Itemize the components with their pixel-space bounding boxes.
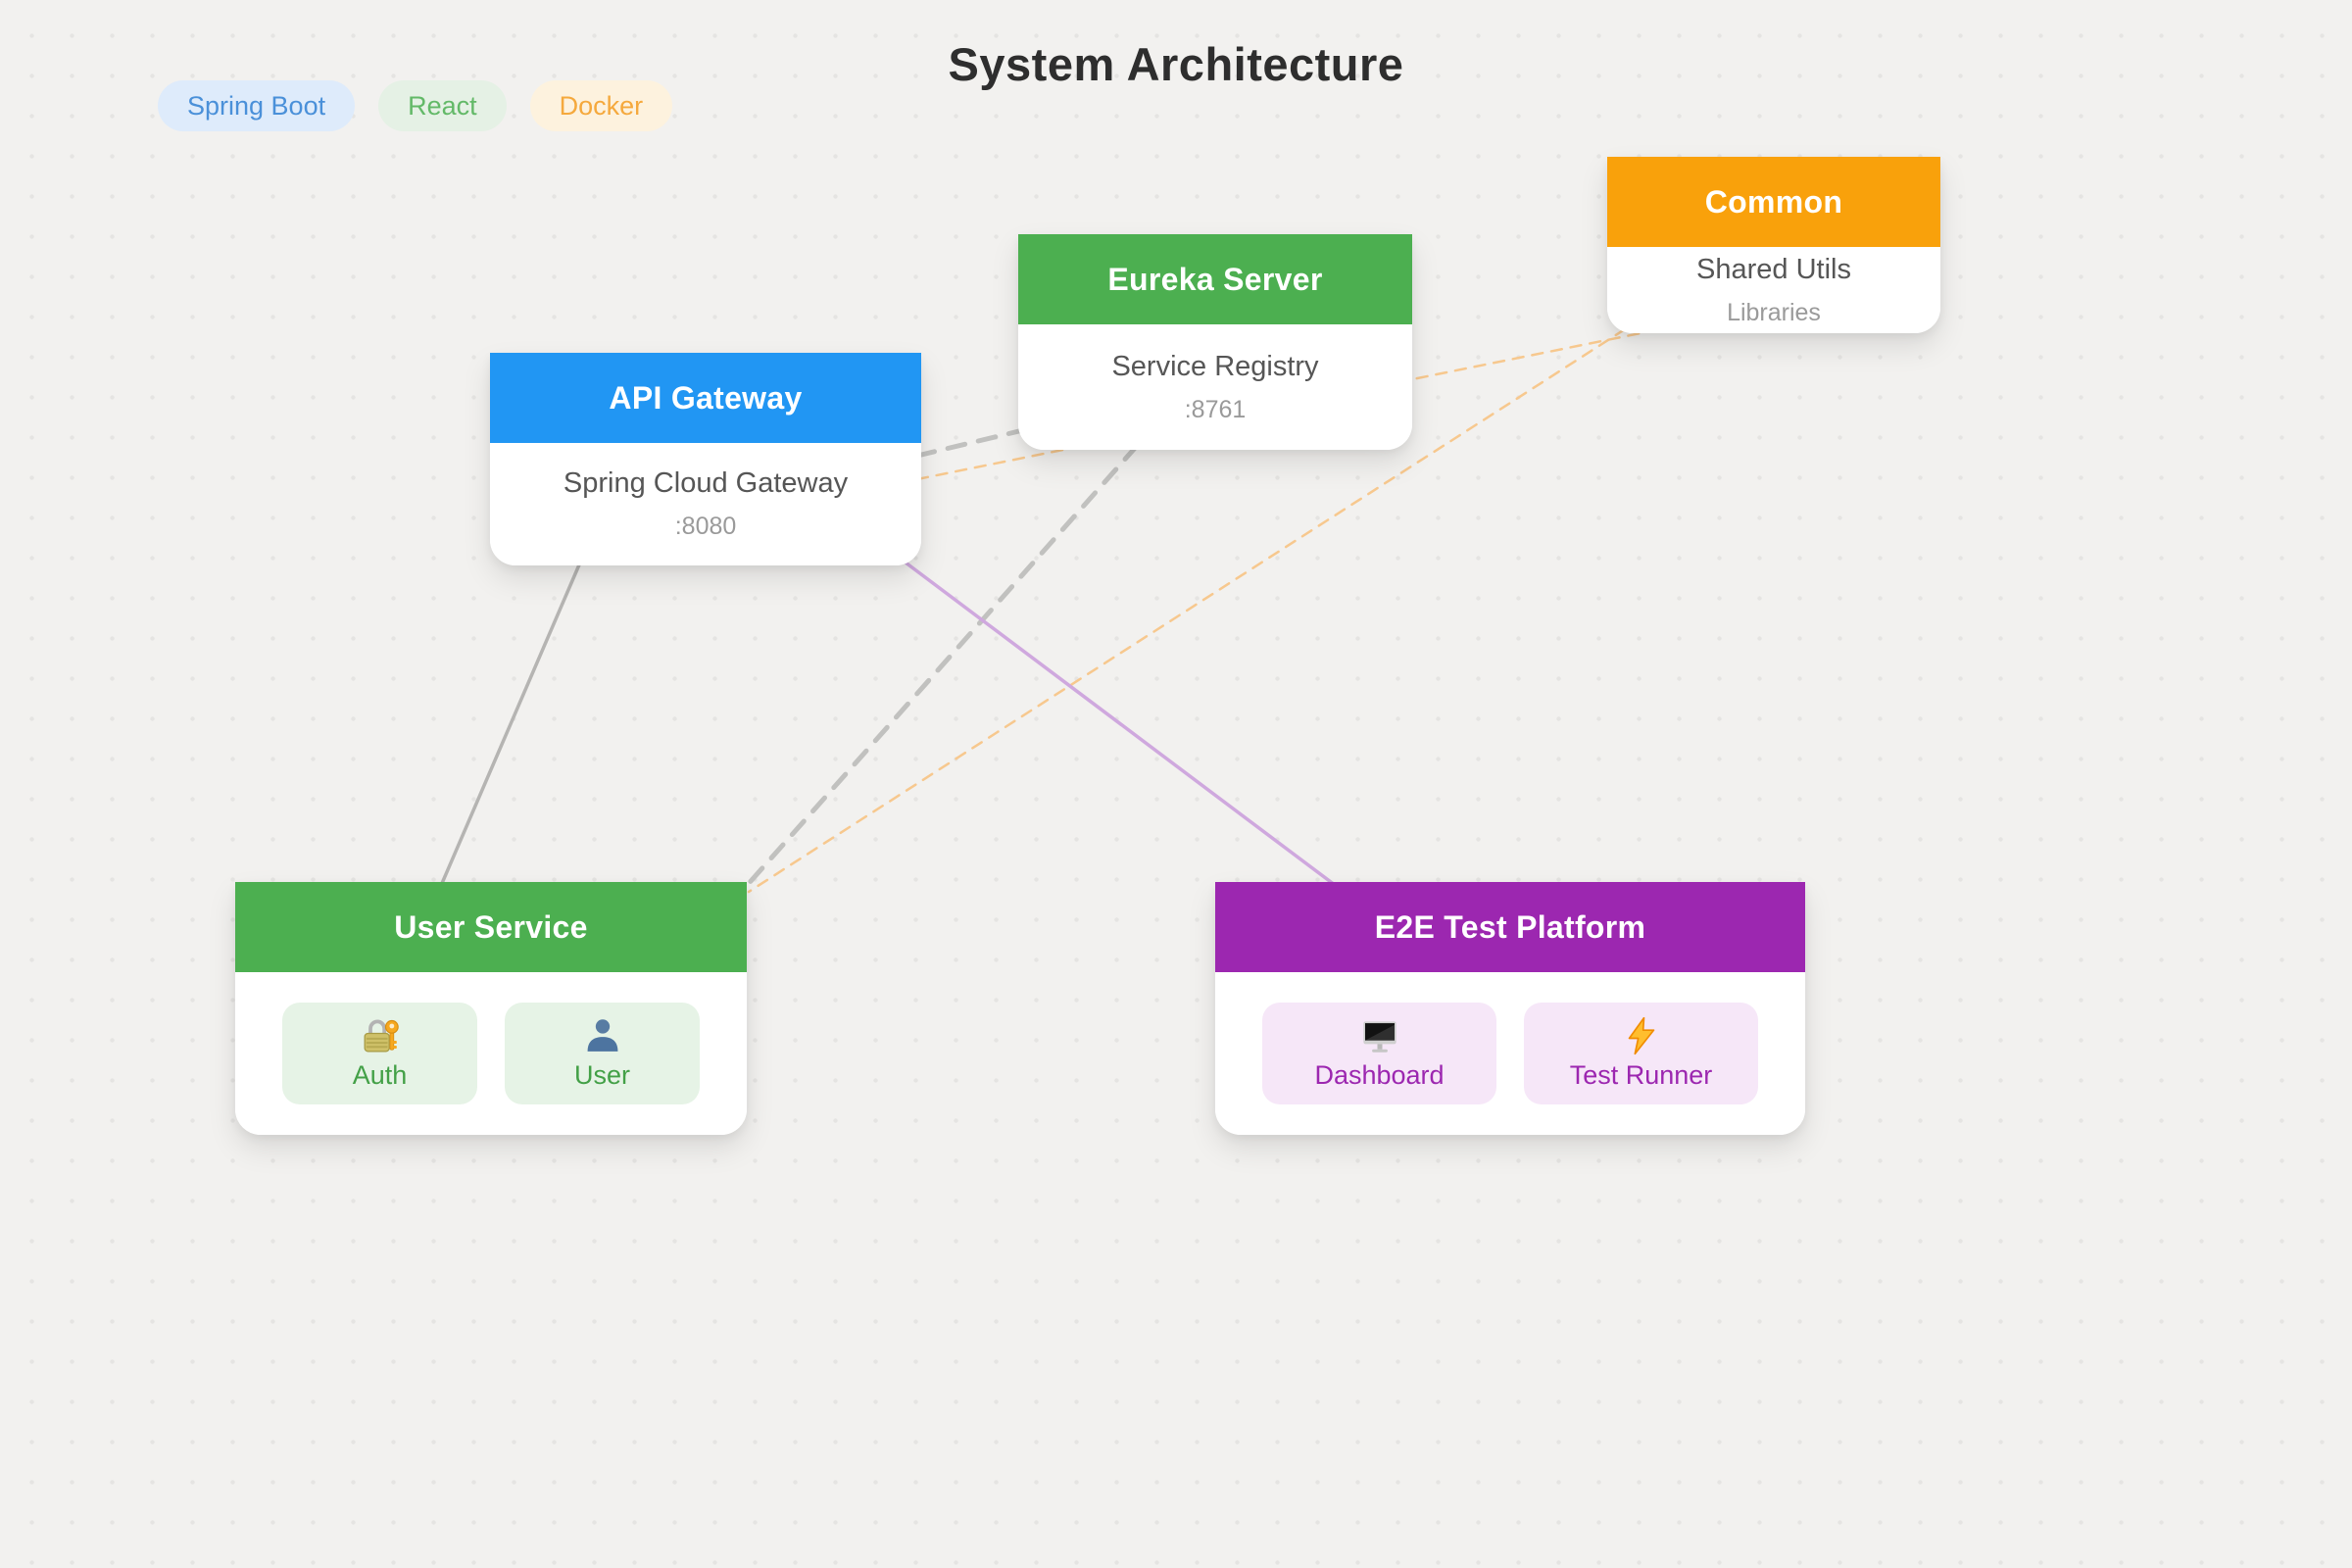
- node-header: API Gateway: [490, 353, 921, 443]
- node-title: Eureka Server: [1107, 261, 1323, 297]
- node-header: User Service: [235, 882, 747, 972]
- node-body: Spring Cloud Gateway :8080: [490, 443, 921, 565]
- tag-react: React: [378, 80, 507, 131]
- chip-label: Test Runner: [1569, 1060, 1713, 1090]
- chip-test-runner[interactable]: Test Runner: [1524, 1003, 1758, 1104]
- page-title: System Architecture: [948, 38, 1404, 90]
- node-subtitle: Shared Utils: [1696, 253, 1851, 285]
- edge-common-to-user-service: [747, 327, 1627, 894]
- node-header: Eureka Server: [1018, 234, 1412, 324]
- edge-api-gateway-to-e2e-test-platform: [904, 561, 1341, 890]
- chip-user[interactable]: User: [505, 1003, 700, 1104]
- edge-api-gateway-to-eureka-server: [914, 426, 1030, 459]
- edge-api-gateway-to-user-service: [438, 561, 582, 890]
- node-detail: :8761: [1184, 395, 1247, 423]
- person-icon: [583, 1016, 622, 1055]
- node-header: E2E Test Platform: [1215, 882, 1805, 972]
- lock-icon: [361, 1016, 400, 1055]
- node-detail: Libraries: [1727, 298, 1821, 326]
- lightning-icon: [1622, 1016, 1661, 1055]
- node-subtitle: Service Registry: [1111, 350, 1319, 382]
- chip-label: Auth: [352, 1060, 408, 1090]
- tag-docker: Docker: [529, 80, 673, 131]
- node-body: Service Registry :8761: [1018, 324, 1412, 450]
- chip-label: User: [573, 1060, 630, 1090]
- chip-auth[interactable]: Auth: [282, 1003, 477, 1104]
- chip-label: Dashboard: [1314, 1060, 1445, 1090]
- tech-tags: Spring Boot React Docker: [158, 80, 673, 131]
- edge-eureka-server-to-user-service: [742, 443, 1140, 891]
- node-title: E2E Test Platform: [1374, 908, 1646, 945]
- chip-dashboard[interactable]: Dashboard: [1262, 1003, 1496, 1104]
- node-modules: Dashboard Test Runner: [1215, 972, 1805, 1135]
- node-detail: :8080: [674, 513, 737, 540]
- node-title: User Service: [394, 908, 588, 945]
- node-title: API Gateway: [609, 379, 803, 416]
- tag-spring-boot: Spring Boot: [158, 80, 356, 131]
- node-subtitle: Spring Cloud Gateway: [563, 467, 849, 499]
- node-modules: Auth User: [235, 972, 747, 1135]
- node-title: Common: [1704, 183, 1843, 220]
- monitor-icon: [1360, 1016, 1399, 1055]
- node-header: Common: [1607, 157, 1940, 247]
